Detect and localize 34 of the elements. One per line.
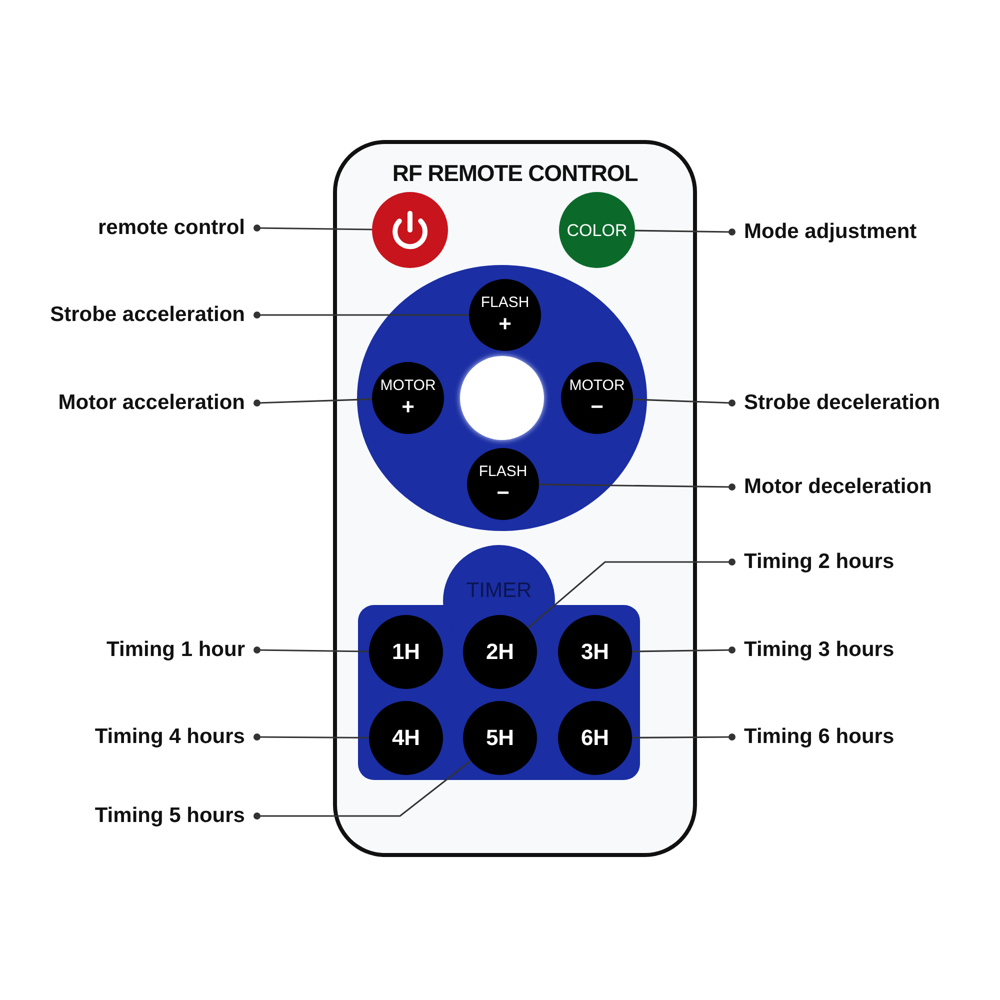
callout-label: Mode adjustment [744,220,917,244]
leader-line [254,760,472,820]
leader-line [254,224,372,232]
remote-button: MOTOR − [561,362,633,434]
remote-button: FLASH − [467,448,539,520]
leader-line [528,558,736,629]
callout-label: Timing 5 hours [94,804,245,828]
leader-line [254,312,469,318]
leader-line [538,484,736,490]
callout-label: Motor acceleration [58,391,245,415]
callout-label: Strobe acceleration [50,303,245,327]
callout-label: Timing 3 hours [744,638,894,662]
remote-button: COLOR [559,192,635,268]
callout-label: Motor deceleration [744,475,932,499]
leader-line [254,734,369,740]
remote-button: MOTOR + [372,362,444,434]
leader-line [254,646,370,654]
leader-line [634,228,736,236]
callout-label: remote control [98,216,245,240]
leader-line [632,734,736,740]
panel-heading: TIMER [465,579,533,603]
leader-line [632,398,736,406]
leader-line [254,398,372,406]
callout-label: Timing 4 hours [94,725,245,749]
timer-panel [358,543,640,780]
callout-label: Timing 2 hours [744,550,894,574]
leader-line [632,646,736,654]
center-light [460,356,544,440]
callout-label: Timing 1 hour [106,638,245,662]
remote-button: FLASH + [469,279,541,351]
callout-label: Strobe deceleration [744,391,940,415]
title-text: RF REMOTE CONTROL [391,160,639,187]
remote-control-body [333,140,697,857]
callout-label: Timing 6 hours [744,725,894,749]
